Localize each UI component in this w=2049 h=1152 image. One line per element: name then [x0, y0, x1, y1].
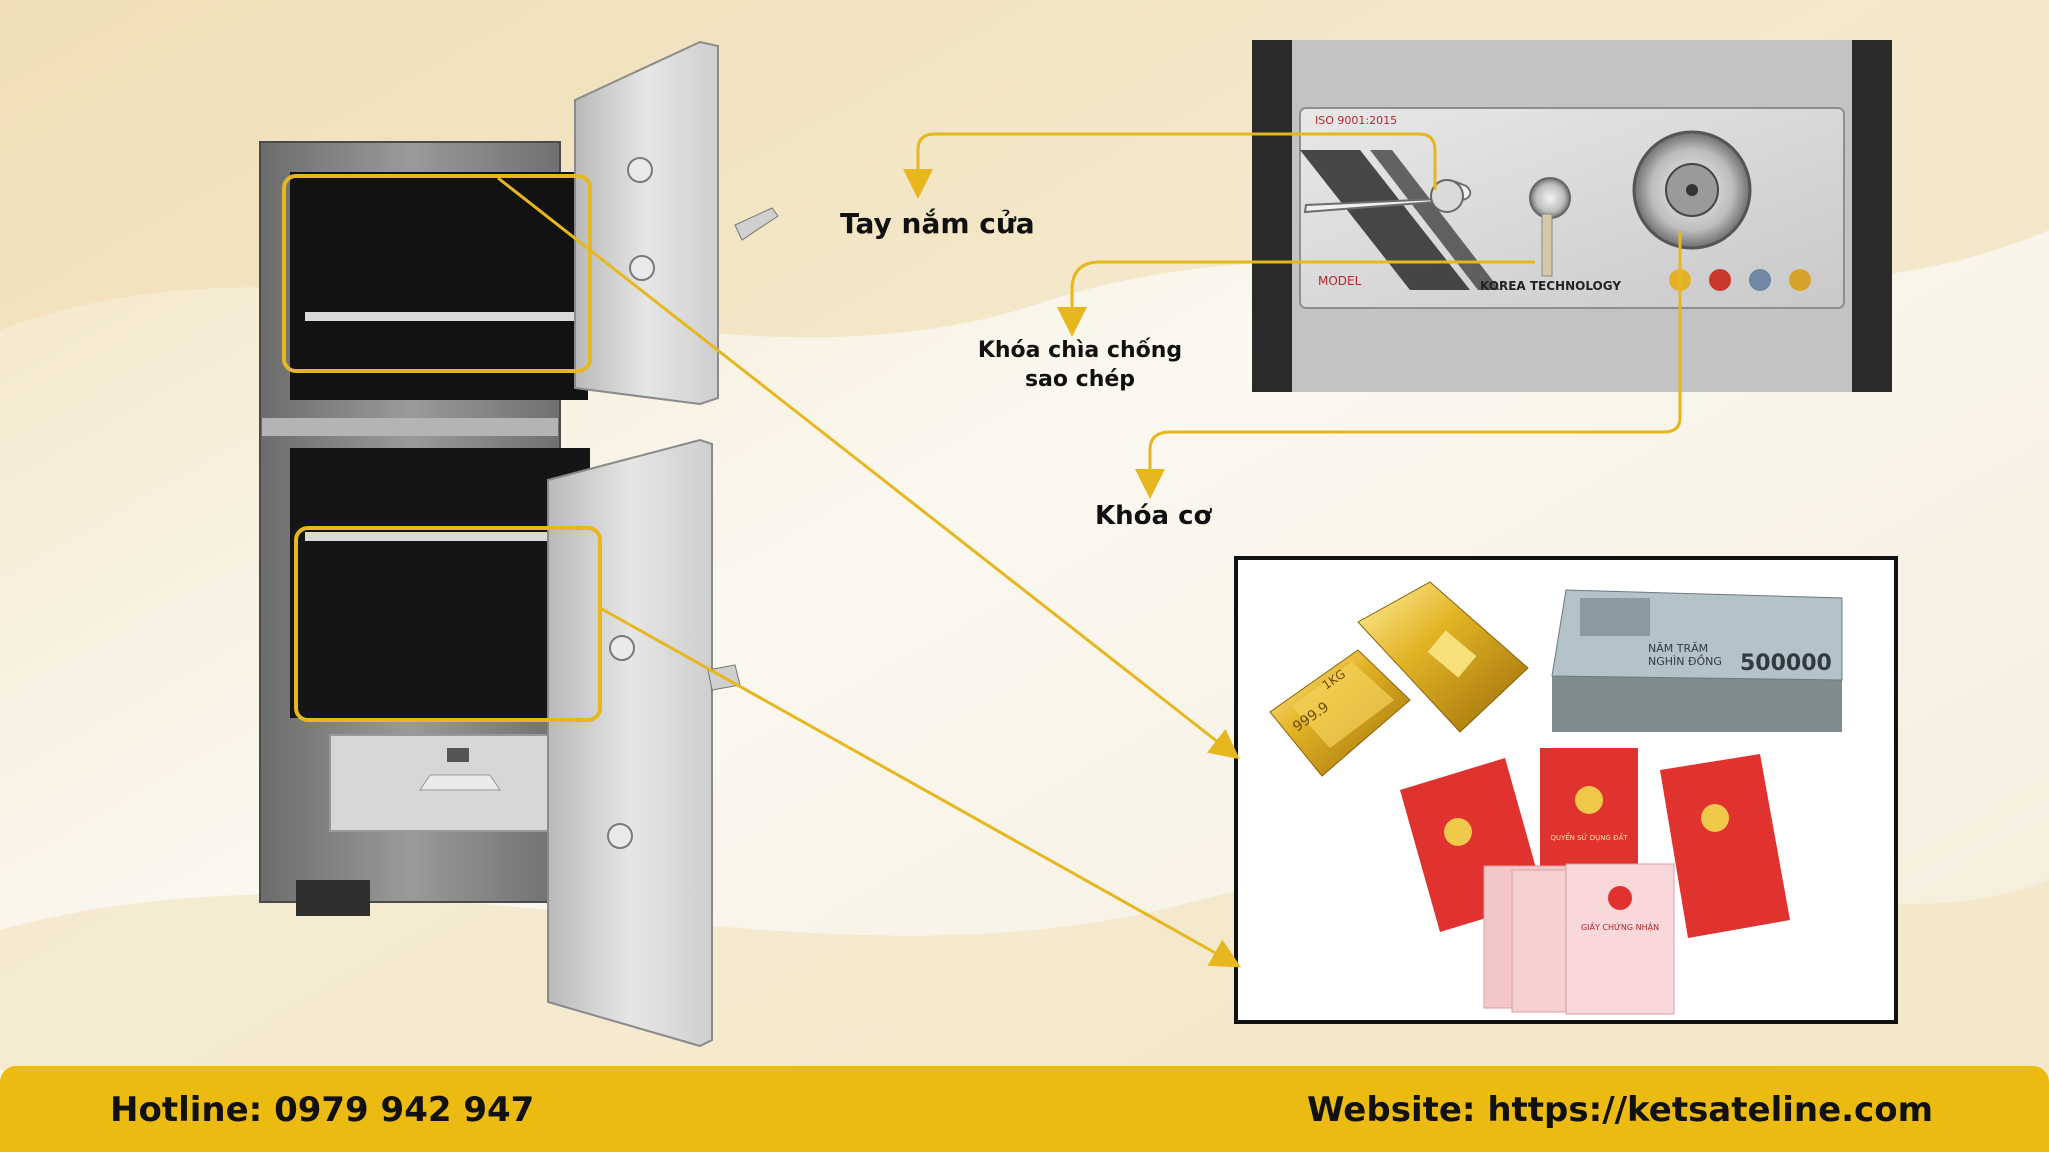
red-book — [1660, 754, 1790, 938]
footer-bar: Hotline: 0979 942 947 Website: https://k… — [0, 1066, 2049, 1152]
website-link[interactable]: Website: https://ketsateline.com — [1307, 1090, 1933, 1130]
panel-badge — [1749, 269, 1771, 291]
highlight-upper-compartment — [282, 174, 592, 373]
panel-stripe — [1300, 150, 1470, 290]
pink-cert-title: GIẤY CHỨNG NHẬN — [1581, 921, 1659, 933]
drawer-handle — [419, 774, 501, 791]
red-book-title: QUYỂN SỬ DỤNG ĐẤT — [1550, 832, 1628, 842]
callout-line-mech-lock — [1135, 232, 1682, 499]
lower-shelf — [305, 532, 581, 541]
banknote-value: 500000 — [1740, 651, 1832, 676]
gold-bar-top — [1292, 662, 1394, 748]
banknote-words: NĂM TRĂM — [1648, 642, 1708, 655]
callout-line-handle — [903, 132, 1437, 199]
mechanical-lock-label: Khóa cơ — [1095, 501, 1212, 531]
safe-divider — [262, 418, 558, 436]
valuables-box: 999.9 1KG NĂM TRĂM NGHÌN ĐỒNG 500000 QUY… — [1234, 556, 1898, 1024]
upper-door-handle — [734, 207, 779, 241]
lower-door — [547, 438, 713, 1048]
model-text: MODEL — [1318, 274, 1362, 288]
door-handle-label: Tay nắm cửa — [840, 207, 1035, 240]
red-book-emblem — [1444, 818, 1472, 846]
dial-hub — [1686, 184, 1698, 196]
upper-hinge — [629, 255, 655, 281]
callout-line-upper-to-valuables — [497, 176, 1240, 760]
upper-door — [574, 40, 719, 406]
panel-badge — [1709, 269, 1731, 291]
panel-handle-base — [1430, 179, 1464, 213]
callout-line-lower-to-valuables — [599, 606, 1242, 968]
lower-hinge — [607, 823, 633, 849]
lower-hinge — [609, 635, 635, 661]
banknote-stack: NĂM TRĂM NGHÌN ĐỒNG 500000 — [1551, 589, 1843, 732]
key-lock-label-line1: Khóa chìa chống — [977, 338, 1183, 363]
gold-bars: 999.9 1KG — [1269, 581, 1529, 777]
safe-foot — [296, 880, 370, 916]
pink-certificates: GIẤY CHỨNG NHẬN — [1483, 863, 1675, 1015]
banknote-stack-side — [1552, 676, 1842, 732]
red-books: QUYỂN SỬ DỤNG ĐẤT — [1400, 748, 1790, 938]
banknote-portrait — [1580, 598, 1650, 636]
key-lock — [1529, 177, 1571, 219]
gold-bar-plate — [1427, 630, 1477, 678]
hotline-text[interactable]: Hotline: 0979 942 947 — [110, 1090, 535, 1130]
panel-badge — [1789, 269, 1811, 291]
panel-stripe — [1370, 150, 1500, 290]
highlight-lower-compartment — [294, 526, 602, 722]
key — [1541, 213, 1553, 277]
iso-text: ISO 9001:2015 — [1315, 114, 1397, 127]
key-lock-label-line2: sao chép — [1024, 366, 1136, 392]
red-book-emblem — [1575, 786, 1603, 814]
certificate-emblem — [1608, 886, 1632, 910]
upper-shelf — [305, 312, 581, 321]
lower-compartment — [290, 448, 590, 718]
callout-lines — [497, 132, 1682, 968]
drawer-lock — [447, 748, 469, 762]
upper-hinge — [627, 157, 653, 183]
upper-compartment — [290, 172, 588, 400]
inner-drawer — [329, 734, 561, 832]
brand-text: KOREA TECHNOLOGY — [1480, 279, 1621, 293]
banknote-words: NGHÌN ĐỒNG — [1648, 654, 1722, 668]
callout-line-key-lock — [1057, 260, 1535, 337]
key-lock-label: Khóa chìa chống sao chép — [975, 337, 1185, 394]
red-book-emblem — [1701, 804, 1729, 832]
lock-panel-closeup: ISO 9001:2015 MODEL KOREA TECHNOLOGY — [1252, 40, 1892, 392]
